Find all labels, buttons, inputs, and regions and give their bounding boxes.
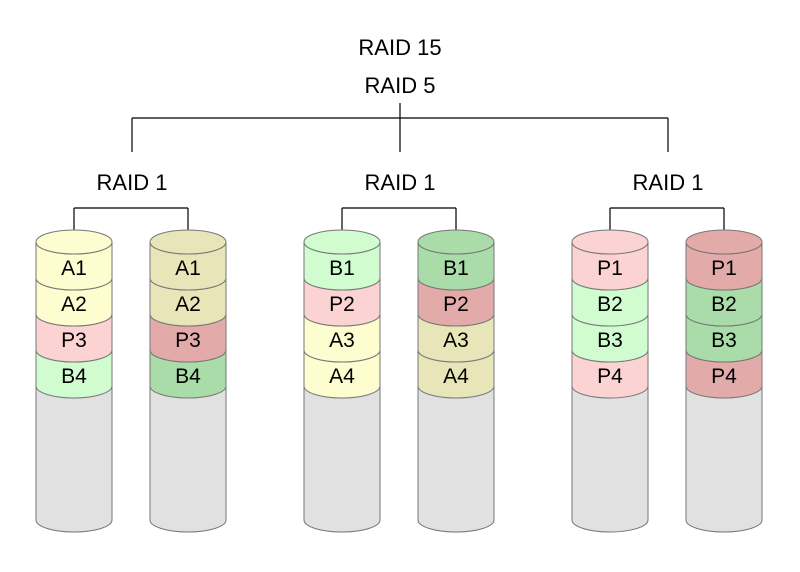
disk-top-cap [571,229,649,255]
disk-empty-space [685,385,763,533]
block-label: A3 [443,329,469,352]
block-label: P3 [61,329,87,352]
raid1-label: RAID 1 [633,170,704,195]
title-raid15: RAID 15 [358,35,441,60]
block-label: A4 [329,365,355,388]
block-label: P1 [711,257,737,280]
disk-empty-space [571,385,649,533]
block-label: B2 [597,293,623,316]
block-label: A1 [175,257,201,280]
block-label: P4 [711,365,737,388]
block-label: A2 [61,293,87,316]
raid5-connectors [131,103,669,152]
disk-top-cap [149,229,227,255]
block-label: B1 [329,257,355,280]
disk-empty-space [35,385,113,533]
block-label: P1 [597,257,623,280]
disk-empty-space [149,385,227,533]
block-label: P2 [329,293,355,316]
block-label: A3 [329,329,355,352]
block-label: B4 [61,365,87,388]
block-label: B1 [443,257,469,280]
block-label: A4 [443,365,469,388]
disk-top-cap [35,229,113,255]
disk-empty-space [417,385,495,533]
block-label: P4 [597,365,623,388]
disk-top-cap [417,229,495,255]
block-label: B3 [711,329,737,352]
block-label: P3 [175,329,201,352]
block-label: A2 [175,293,201,316]
disk-top-cap [303,229,381,255]
raid1-label: RAID 1 [97,170,168,195]
block-label: P2 [443,293,469,316]
block-label: A1 [61,257,87,280]
raid1-label: RAID 1 [365,170,436,195]
title-raid5: RAID 5 [365,73,436,98]
block-label: B2 [711,293,737,316]
block-label: B3 [597,329,623,352]
block-label: B4 [175,365,201,388]
disk-top-cap [685,229,763,255]
disk-empty-space [303,385,381,533]
